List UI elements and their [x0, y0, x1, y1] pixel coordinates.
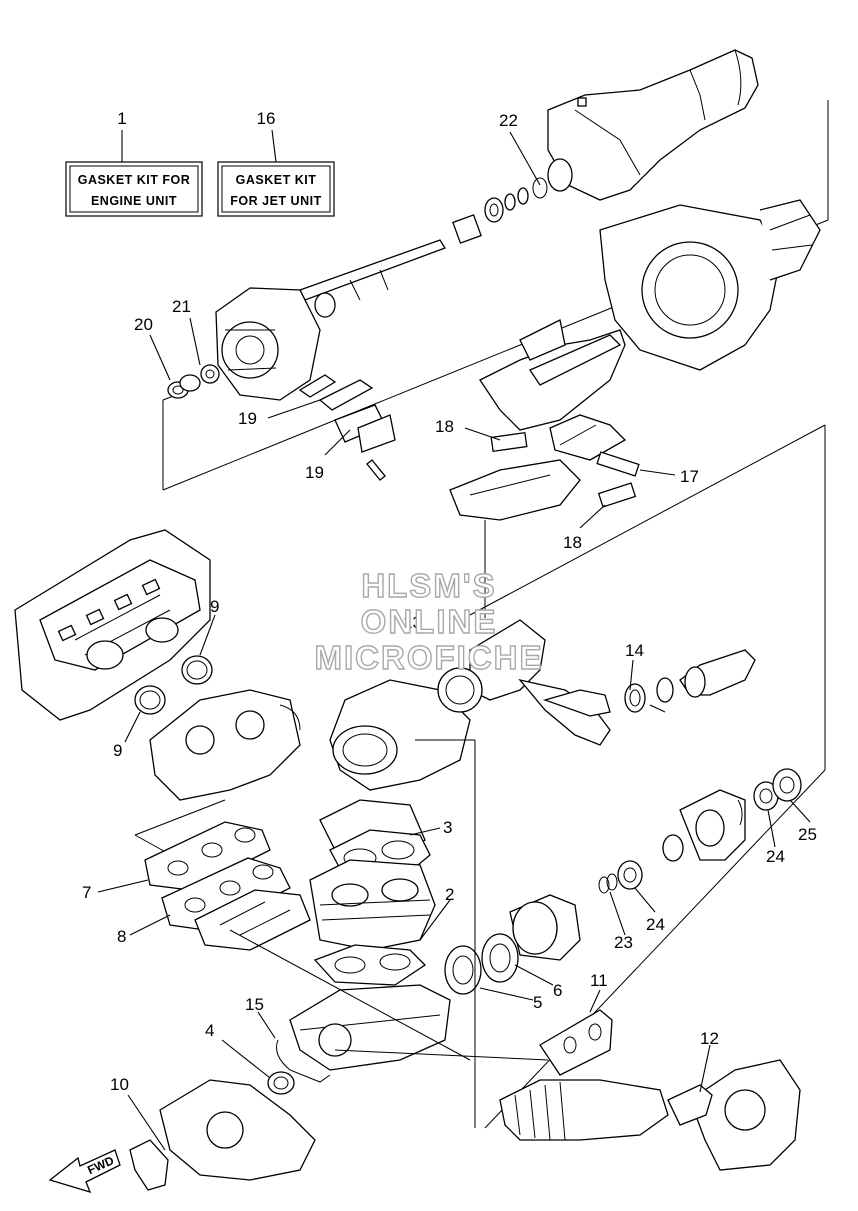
callout-8: 8	[117, 927, 126, 946]
callout-19a: 19	[238, 409, 257, 428]
watermark: HLSM'S ONLINE MICROFICHE	[314, 566, 544, 676]
engine-assembly	[14, 424, 826, 1191]
kit-label-jet: GASKET KIT FOR JET UNIT 16	[217, 109, 335, 217]
callout-24b: 24	[646, 915, 665, 934]
callout-9a: 9	[210, 597, 219, 616]
callout-1: 1	[117, 109, 126, 128]
kit-label-engine: GASKET KIT FOR ENGINE UNIT 1	[65, 109, 203, 217]
kit-engine-line2: ENGINE UNIT	[91, 194, 177, 208]
callout-3: 3	[443, 818, 452, 837]
callout-16: 16	[257, 109, 276, 128]
jet-pump-assembly	[162, 49, 829, 521]
callout-9b: 9	[113, 741, 122, 760]
callout-25: 25	[798, 825, 817, 844]
kit-jet-line1: GASKET KIT	[236, 173, 317, 187]
callout-13: 13	[403, 613, 422, 632]
callout-18a: 18	[435, 417, 454, 436]
callout-23: 23	[614, 933, 633, 952]
callout-15: 15	[245, 995, 264, 1014]
kit-jet-line2: FOR JET UNIT	[230, 194, 321, 208]
watermark-line-1: HLSM'S	[361, 567, 496, 604]
callout-numbers: 22 21 20 19 19 18 18 17 9 9 13 14 3 7 8 …	[82, 111, 817, 1094]
callout-10: 10	[110, 1075, 129, 1094]
callout-6: 6	[553, 981, 562, 1000]
callout-17: 17	[680, 467, 699, 486]
watermark-line-3: MICROFICHE	[315, 639, 544, 676]
fwd-direction-arrow: FWD	[48, 1149, 121, 1194]
callout-12: 12	[700, 1029, 719, 1048]
callout-24a: 24	[766, 847, 785, 866]
callout-22: 22	[499, 111, 518, 130]
callout-leaders	[97, 131, 811, 1151]
callout-7: 7	[82, 883, 91, 902]
callout-4: 4	[205, 1021, 214, 1040]
callout-19b: 19	[305, 463, 324, 482]
callout-20: 20	[134, 315, 153, 334]
callout-18b: 18	[563, 533, 582, 552]
watermark-line-2: ONLINE	[361, 603, 498, 640]
kit-engine-line1: GASKET KIT FOR	[78, 173, 191, 187]
callout-14: 14	[625, 641, 644, 660]
callout-21: 21	[172, 297, 191, 316]
callout-5: 5	[533, 993, 542, 1012]
callout-2: 2	[445, 885, 454, 904]
callout-11: 11	[590, 971, 608, 990]
